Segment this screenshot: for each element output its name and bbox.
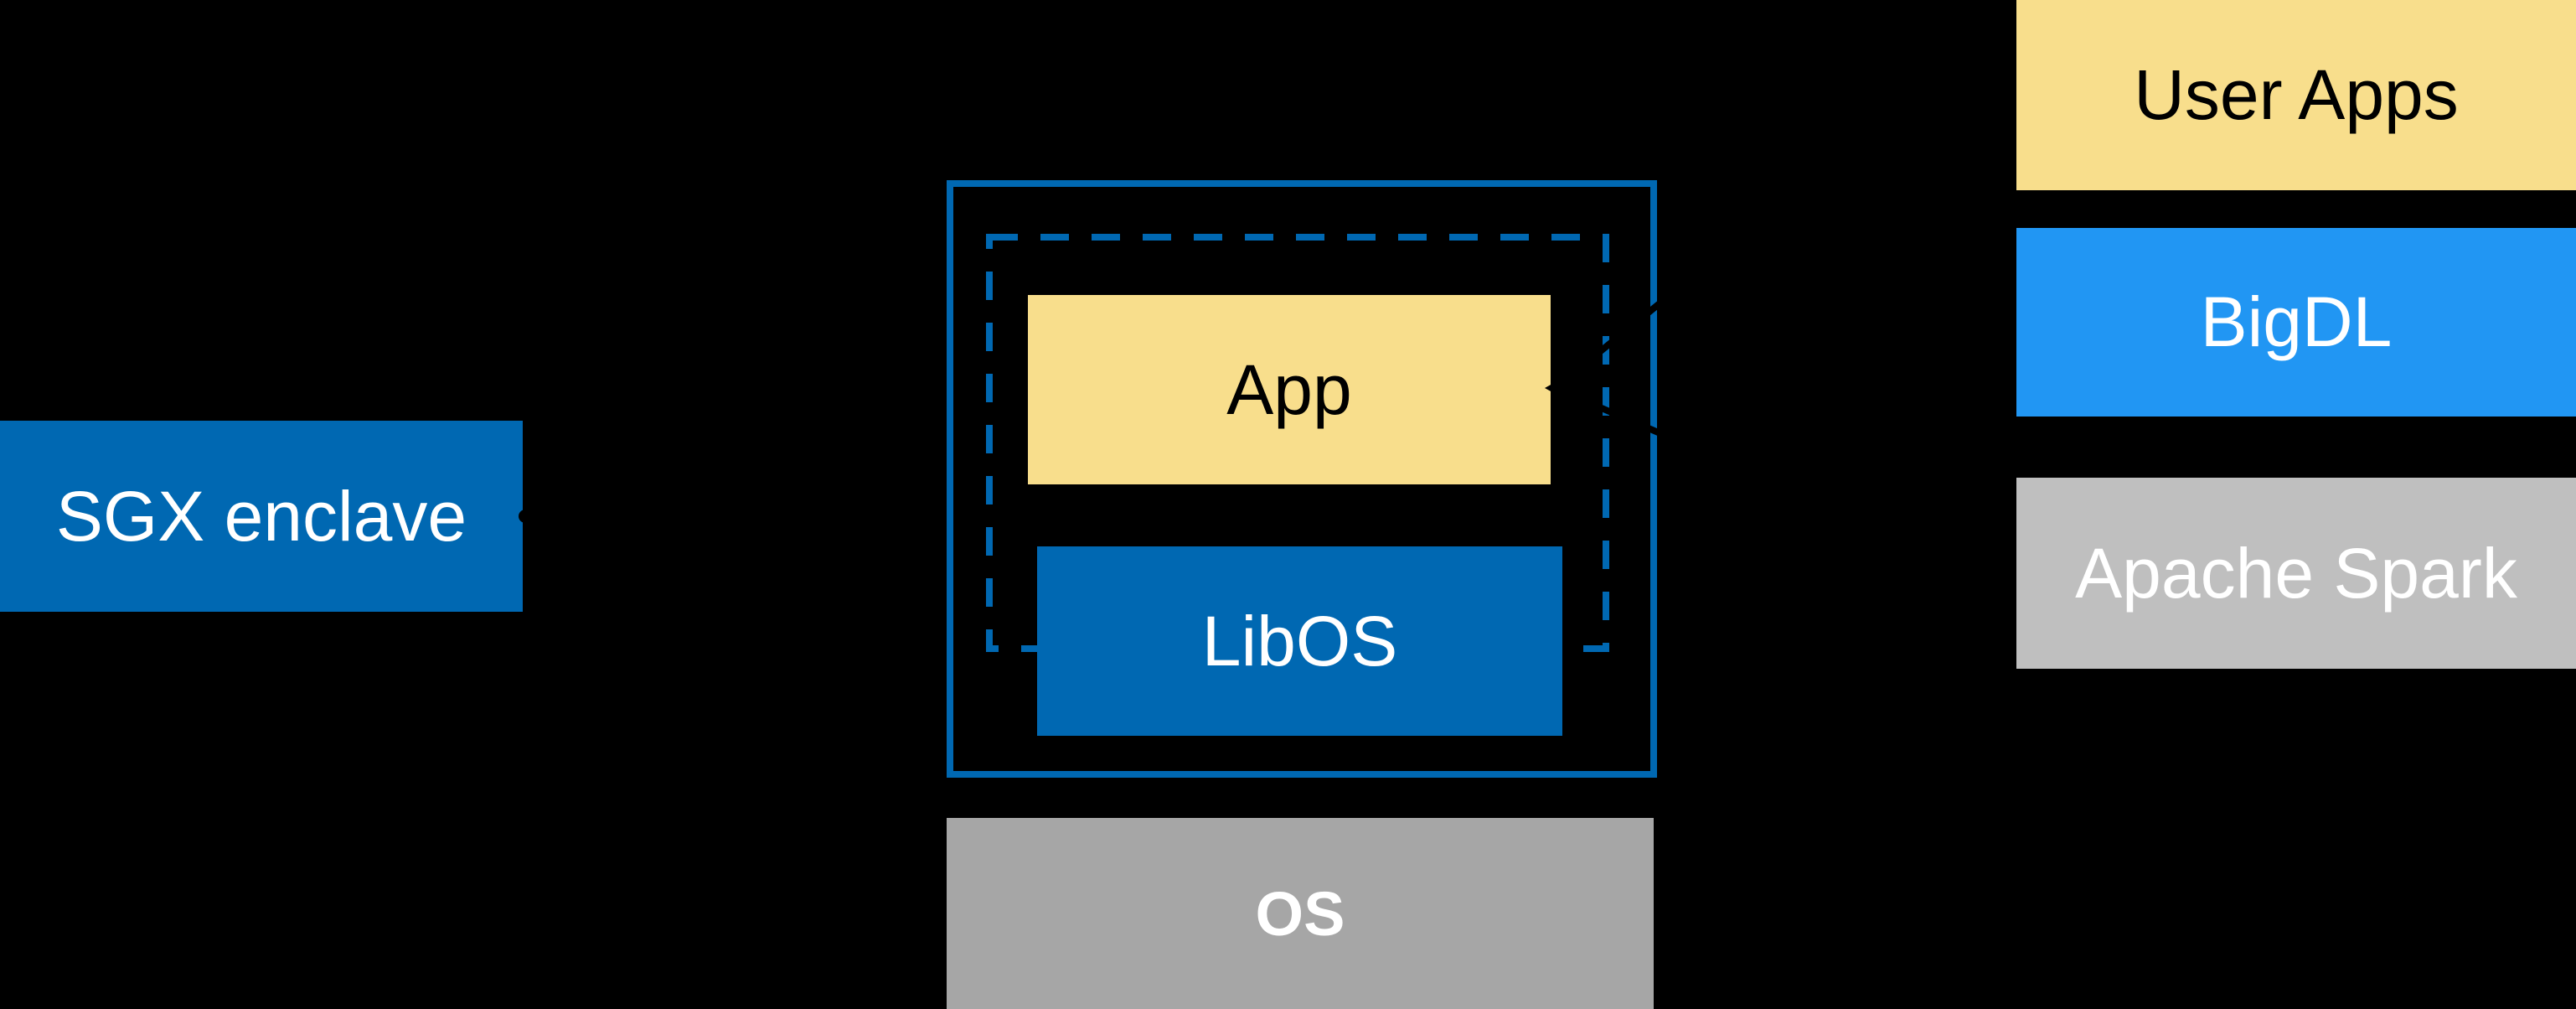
app-node: App — [1028, 295, 1551, 484]
app-label: App — [1226, 349, 1352, 429]
user-apps-label: User Apps — [2134, 55, 2459, 134]
os-node: OS — [947, 818, 1654, 1009]
connector-apache-spark-to-app — [1553, 385, 2015, 588]
bigdl-label: BigDL — [2200, 282, 2393, 361]
user-apps-node: User Apps — [2016, 0, 2576, 190]
libos-node: LibOS — [1037, 546, 1562, 736]
libos-label: LibOS — [1201, 601, 1398, 680]
os-label: OS — [1255, 878, 1345, 949]
sgx-enclave-label: SGX enclave — [55, 476, 467, 556]
apache-spark-node: Apache Spark — [2016, 478, 2576, 669]
connector-user-apps-to-app — [1552, 15, 2016, 391]
sgx-enclave-node: SGX enclave — [0, 421, 523, 612]
apache-spark-label: Apache Spark — [2075, 533, 2517, 613]
bigdl-node: BigDL — [2016, 228, 2576, 417]
